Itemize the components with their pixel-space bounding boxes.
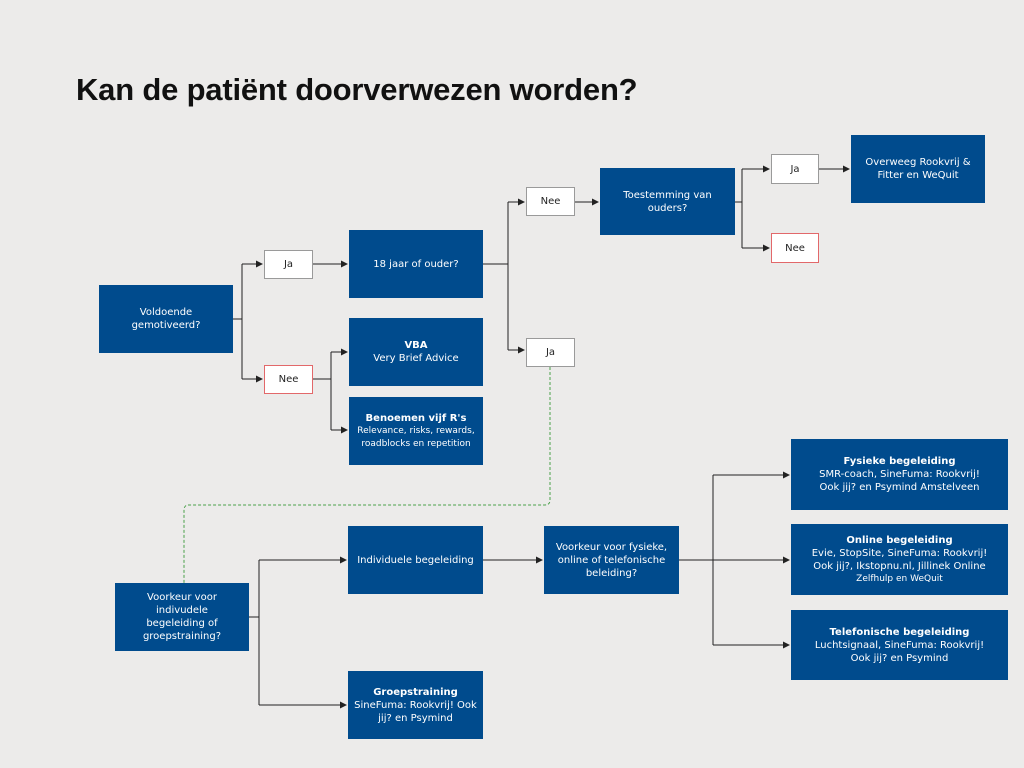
node-vba: VBA Very Brief Advice xyxy=(349,318,483,386)
tag-ja-motivated: Ja xyxy=(264,250,313,279)
page-title: Kan de patiënt doorverwezen worden? xyxy=(76,72,638,107)
node-title: VBA xyxy=(404,340,428,351)
node-title: Benoemen vijf R's xyxy=(365,412,467,424)
node-voorkeur-type: Voorkeur voor fysieke, online of telefon… xyxy=(544,526,679,594)
node-title: Fysieke begeleiding xyxy=(843,456,956,467)
node-online-begeleiding: Online begeleiding Evie, StopSite, SineF… xyxy=(791,524,1008,595)
node-label: 18 jaar of ouder? xyxy=(373,258,459,270)
node-label: Toestemming van ouders? xyxy=(623,189,712,214)
node-toestemming: Toestemming van ouders? xyxy=(600,168,735,235)
connector-nee-1 xyxy=(313,352,332,430)
tag-label: Ja xyxy=(790,163,800,175)
node-voorkeur: Voorkeur voor indivudele begeleiding of … xyxy=(115,583,249,651)
node-text: Voorkeur voor fysieke, xyxy=(555,541,668,553)
node-vijf-r: Benoemen vijf R's Relevance, risks, rewa… xyxy=(349,397,483,465)
node-title: Online begeleiding xyxy=(846,534,953,546)
node-individueel: Individuele begeleiding xyxy=(348,526,483,594)
node-text: Ook jij? en Psymind Amstelveen xyxy=(819,482,980,493)
node-telefonische-begeleiding: Telefonische begeleiding Luchtsignaal, S… xyxy=(791,610,1008,680)
connector-consent xyxy=(735,169,743,248)
node-rookvrij: Overweeg Rookvrij & Fitter en WeQuit xyxy=(851,135,985,203)
node-text: begeleiding of xyxy=(146,618,218,629)
node-text: Very Brief Advice xyxy=(373,353,459,364)
node-18-jaar: 18 jaar of ouder? xyxy=(349,230,483,298)
connector-type xyxy=(679,475,714,645)
node-text: Evie, StopSite, SineFuma: Rookvrij! xyxy=(811,547,988,559)
node-text: Overweeg Rookvrij & xyxy=(865,157,971,168)
connector-age xyxy=(483,202,509,350)
node-text: Ook jij? en Psymind xyxy=(850,652,949,664)
node-voldoende-gemotiveerd: Voldoende gemotiveerd? xyxy=(99,285,233,353)
node-text: SineFuma: Rookvrij! Ook xyxy=(354,699,477,711)
node-text: online of telefonische xyxy=(557,554,666,566)
node-text: Fitter en WeQuit xyxy=(877,170,959,181)
node-text: beleiding? xyxy=(585,567,638,579)
node-label: Voldoende gemotiveerd? xyxy=(131,307,201,331)
connector-preference xyxy=(249,560,260,705)
node-label: Individuele begeleiding xyxy=(357,554,474,566)
node-text: Luchtsignaal, SineFuma: Rookvrij! xyxy=(814,639,985,651)
node-text: jij? en Psymind xyxy=(378,712,453,724)
node-text: roadblocks en repetition xyxy=(361,438,471,449)
tag-label: Nee xyxy=(540,196,561,207)
node-title: Groepstraining xyxy=(373,686,458,698)
tag-ja-age: Ja xyxy=(526,338,575,367)
node-fysieke-begeleiding: Fysieke begeleiding SMR-coach, SineFuma:… xyxy=(791,439,1008,510)
node-text: Ook jij?, Ikstopnu.nl, Jillinek Online xyxy=(813,560,986,572)
tag-label: Ja xyxy=(545,347,556,358)
node-text: Zelfhulp en WeQuit xyxy=(856,573,943,584)
connector-motivated xyxy=(233,264,243,379)
tag-label: Ja xyxy=(283,259,294,270)
node-text: SMR-coach, SineFuma: Rookvrij! xyxy=(819,469,980,480)
tag-nee-age: Nee xyxy=(526,187,575,216)
tag-nee-consent: Nee xyxy=(771,233,819,263)
node-text: Voorkeur voor indivudele xyxy=(147,592,217,616)
node-title: Telefonische begeleiding xyxy=(829,626,970,638)
node-text: Relevance, risks, rewards, xyxy=(357,425,475,436)
node-text: groepstraining? xyxy=(142,631,222,642)
tag-label: Nee xyxy=(785,242,805,254)
tag-ja-consent: Ja xyxy=(771,154,819,184)
tag-label: Nee xyxy=(278,374,299,385)
tag-nee-motivated: Nee xyxy=(264,365,313,394)
node-groepstraining: Groepstraining SineFuma: Rookvrij! Ook j… xyxy=(348,671,483,739)
